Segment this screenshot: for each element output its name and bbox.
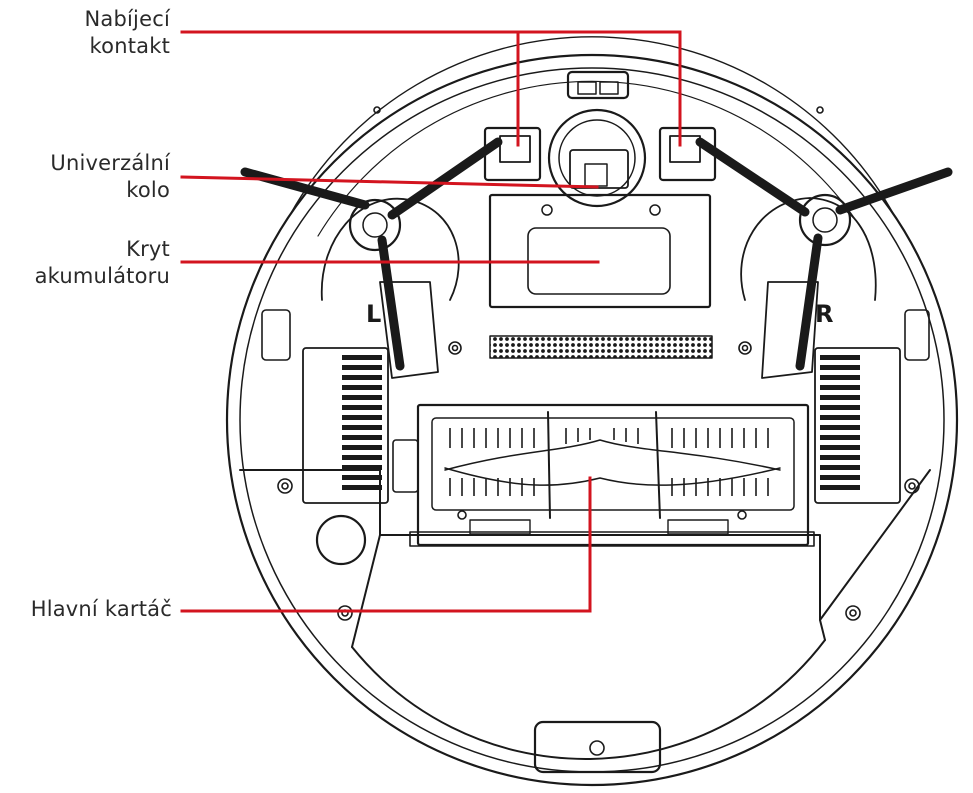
callout-main-brush-line-1: Hlavní kartáč (30, 597, 172, 621)
left-side-brush-arm-3 (387, 137, 503, 220)
universal-wheel (547, 108, 647, 208)
callout-charging-contact: Nabíjecí kontakt (40, 6, 170, 60)
callout-universal-wheel: Univerzální kolo (20, 150, 170, 204)
left-side-clip (261, 309, 291, 361)
callout-charging-contact-line-1: Nabíjecí (84, 7, 170, 31)
left-wheel-well (379, 281, 439, 379)
callout-battery-cover: Kryt akumulátoru (10, 236, 170, 290)
right-brush-hub (798, 193, 852, 247)
right-side-brush-arm-1 (835, 167, 953, 215)
right-brush-housing (740, 197, 877, 301)
callout-universal-wheel-line-1: Univerzální (50, 151, 170, 175)
battery-cover (488, 193, 712, 309)
main-brush-bristles (449, 428, 769, 496)
left-brush-hub (348, 198, 402, 252)
leader-main-brush (180, 476, 592, 613)
screws (277, 106, 920, 621)
leader-universal-wheel (180, 175, 599, 189)
bottom-handle (533, 720, 662, 774)
top-latch (566, 70, 630, 100)
right-side-clip (904, 309, 930, 361)
leader-charging-contact (180, 30, 682, 147)
callout-universal-wheel-line-2: kolo (126, 178, 170, 202)
bottom-cover-arc (351, 639, 826, 760)
left-side-marker: L (366, 300, 381, 328)
right-side-brush-arm-3 (695, 137, 810, 217)
right-side-marker: R (815, 300, 833, 328)
left-wheel-tread (342, 355, 382, 490)
callout-charging-contact-line-2: kontakt (89, 34, 170, 58)
bottom-cover-left-edge (351, 534, 381, 648)
outer-shell (225, 53, 959, 787)
bumper-top (289, 36, 895, 216)
callout-battery-cover-line-1: Kryt (126, 237, 170, 261)
callout-main-brush: Hlavní kartáč (0, 596, 172, 623)
right-wheel-well (761, 281, 819, 379)
bottom-cover-right-edge (819, 619, 826, 641)
cliff-sensor (315, 514, 367, 566)
right-side-brush-arm-2 (795, 233, 823, 371)
right-wheel-tread (820, 355, 860, 490)
left-side-brush-arm-1 (240, 167, 370, 210)
vent-grille (489, 335, 713, 359)
callout-battery-cover-line-2: akumulátoru (34, 264, 170, 288)
